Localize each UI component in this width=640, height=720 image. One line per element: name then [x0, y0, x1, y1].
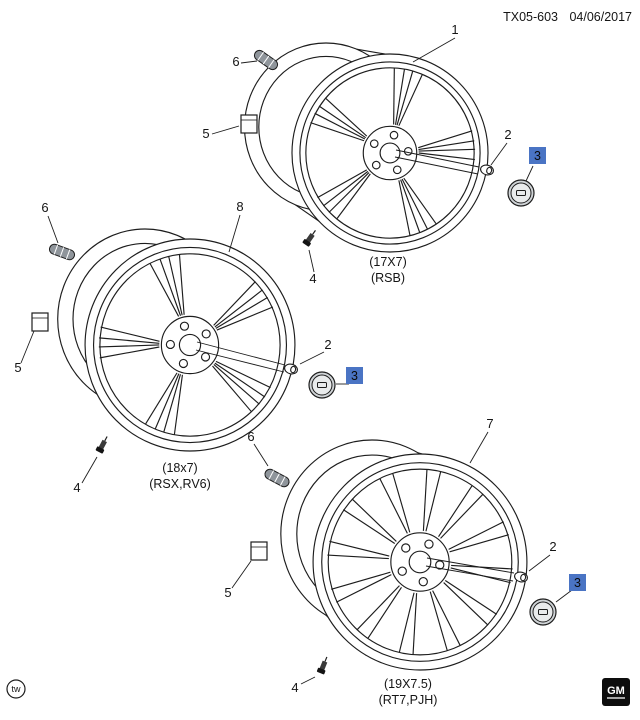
wheel2-callout-clip-weight: 5 [14, 360, 21, 375]
clip-balance-weight [250, 541, 268, 561]
wheel3-callout-adhesive-weight: 6 [247, 429, 254, 444]
wheel2-code-caption: (RSX,RV6) [149, 477, 211, 491]
wheel3-callout-center-cap[interactable]: 3 [574, 576, 581, 590]
wheel2-callout-center-cap[interactable]: 3 [351, 369, 358, 383]
axis-lines [195, 149, 515, 582]
wheel-center-cap [507, 179, 535, 207]
wheel1-callout-valve-stem: 4 [309, 271, 316, 286]
wheel2-callout-adhesive-weight: 6 [41, 200, 48, 215]
wheel3-callout-clip-weight: 5 [224, 585, 231, 600]
doc-date: 04/06/2017 [569, 10, 632, 24]
illustrator-mark: tw [12, 684, 22, 694]
adhesive-balance-weight [253, 49, 279, 71]
wheel2-size-caption: (18x7) [162, 461, 197, 475]
wheel-illustration [57, 228, 296, 452]
wheel1-callout-adhesive-weight: 6 [232, 54, 239, 69]
wheel1-callout-clip-weight: 5 [202, 126, 209, 141]
gm-logo-text: GM [607, 685, 625, 697]
wheel1-callout-lug-nut: 2 [504, 127, 511, 142]
lug-nut [480, 164, 494, 176]
wheel1-callout: 1 [451, 22, 458, 37]
wheel3-callout-valve-stem: 4 [291, 680, 298, 695]
wheel-illustration [280, 439, 528, 671]
wheel3-size-caption: (19X7.5) [384, 677, 432, 691]
wheel2-center-cap-highlight[interactable] [346, 367, 363, 384]
wheel2-callout-lug-nut: 2 [324, 337, 331, 352]
valve-stem-sensor [316, 656, 328, 675]
diagram-line-art [20, 37, 573, 685]
leader-lines [20, 37, 573, 685]
wheel2-callout: 8 [236, 199, 243, 214]
wheel1-center-cap-highlight[interactable] [529, 147, 546, 164]
clip-balance-weight [31, 312, 49, 332]
wheel1-callout-center-cap[interactable]: 3 [534, 149, 541, 163]
lug-nut [514, 571, 528, 583]
illustrator-mark-circle [6, 679, 26, 699]
wheel3-callout-lug-nut: 2 [549, 539, 556, 554]
wheel-center-cap [529, 598, 557, 626]
gm-logo-box [602, 678, 630, 706]
wheel-illustration [243, 42, 489, 253]
adhesive-balance-weight [48, 243, 76, 261]
clip-balance-weight [240, 114, 258, 134]
wheel1-code-caption: (RSB) [371, 271, 405, 285]
valve-stem-sensor [302, 230, 316, 247]
lug-nut [284, 363, 298, 375]
valve-stem-sensor [95, 436, 108, 454]
wheel3-code-caption: (RT7,PJH) [379, 693, 438, 707]
wheel-center-cap [308, 371, 336, 399]
wheel3-center-cap-highlight[interactable] [569, 574, 586, 591]
adhesive-balance-weight [264, 468, 290, 488]
doc-number: TX05-603 [503, 10, 558, 24]
wheel3-callout: 7 [486, 416, 493, 431]
wheel1-size-caption: (17X7) [369, 255, 407, 269]
wheel2-callout-valve-stem: 4 [73, 480, 80, 495]
